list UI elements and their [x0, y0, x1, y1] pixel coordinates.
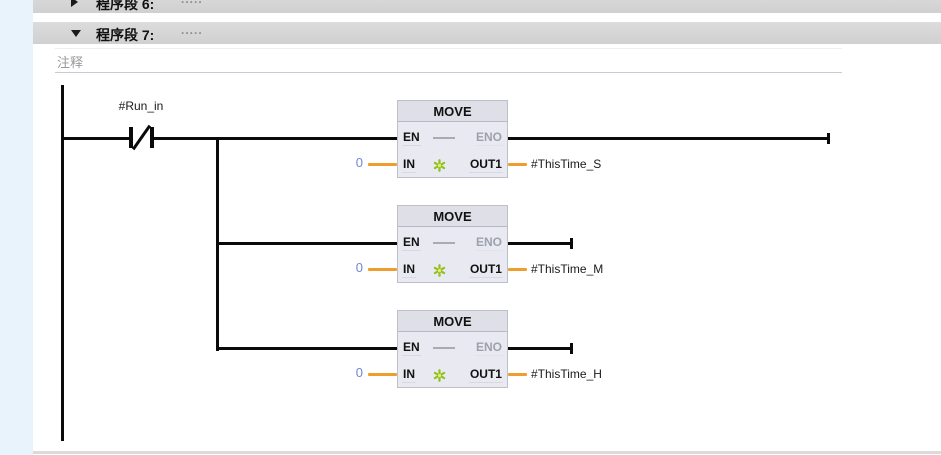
move-block-3[interactable]: MOVE EN ENO IN OUT1: [397, 310, 508, 388]
pin-in[interactable]: IN: [402, 157, 416, 173]
in-constant-value[interactable]: 0: [355, 260, 363, 275]
move-block-2[interactable]: MOVE EN ENO IN OUT1: [397, 205, 508, 283]
editor-left-margin: [0, 0, 33, 455]
eno-dash: [432, 137, 455, 139]
power-rail: [61, 85, 64, 441]
contact-nc-slash: [131, 124, 152, 151]
collapse-arrow-icon[interactable]: [71, 0, 78, 7]
network-6-title[interactable]: 程序段 6:: [96, 0, 155, 12]
pin-eno[interactable]: ENO: [474, 130, 503, 146]
pin-out1[interactable]: OUT1: [468, 367, 503, 383]
contact-bar-left: [129, 127, 133, 148]
network-7-title-placeholder[interactable]: .....: [181, 23, 203, 37]
insert-output-star-icon[interactable]: [433, 368, 446, 382]
move-block-1[interactable]: MOVE EN ENO IN OUT1: [397, 100, 508, 178]
network-7-header[interactable]: 程序段 7: .....: [33, 22, 941, 44]
in-wire: [368, 373, 397, 376]
network-6-header[interactable]: 程序段 6: .....: [33, 0, 941, 13]
insert-output-star-icon[interactable]: [433, 263, 446, 277]
wire-rung1-right: [153, 137, 397, 140]
pin-in[interactable]: IN: [402, 367, 416, 383]
eno-wire-1: [508, 137, 828, 140]
in-constant-value[interactable]: 0: [355, 365, 363, 380]
contact-bar-right: [150, 127, 154, 148]
out1-operand[interactable]: #ThisTime_H: [531, 367, 602, 381]
in-constant-value[interactable]: 0: [355, 155, 363, 170]
out1-operand[interactable]: #ThisTime_S: [531, 157, 602, 171]
expand-arrow-icon[interactable]: [71, 30, 81, 37]
insert-output-star-icon[interactable]: [433, 158, 446, 172]
wire-rung1-left: [61, 137, 129, 140]
move-block-3-title[interactable]: MOVE: [398, 311, 507, 332]
eno-dash: [432, 242, 455, 244]
network-7-title[interactable]: 程序段 7:: [96, 27, 155, 43]
pin-en[interactable]: EN: [402, 340, 421, 356]
in-wire: [368, 163, 397, 166]
network-comment-box[interactable]: 注释: [55, 48, 842, 73]
pin-out1[interactable]: OUT1: [468, 262, 503, 278]
eno-wire-2: [508, 242, 570, 245]
move-block-1-title[interactable]: MOVE: [398, 101, 507, 122]
move-block-2-title[interactable]: MOVE: [398, 206, 507, 227]
in-wire: [368, 268, 397, 271]
out1-wire: [508, 163, 527, 166]
contact-operand[interactable]: #Run_in: [118, 99, 164, 113]
pin-out1[interactable]: OUT1: [468, 157, 503, 173]
pin-en[interactable]: EN: [402, 130, 421, 146]
out1-wire: [508, 268, 527, 271]
out1-wire: [508, 373, 527, 376]
pin-in[interactable]: IN: [402, 262, 416, 278]
eno-wire-3: [508, 347, 570, 350]
wire-rung3: [216, 347, 397, 350]
wire-terminator-1: [827, 133, 830, 144]
wire-terminator-2: [570, 238, 573, 249]
pin-eno[interactable]: ENO: [474, 340, 503, 356]
pin-eno[interactable]: ENO: [474, 235, 503, 251]
network-6-title-placeholder[interactable]: .....: [181, 0, 203, 6]
out1-operand[interactable]: #ThisTime_M: [531, 262, 604, 276]
wire-rung2: [216, 242, 397, 245]
eno-dash: [432, 347, 455, 349]
wire-terminator-3: [570, 343, 573, 354]
next-network-edge: [33, 451, 941, 454]
comment-placeholder: 注释: [57, 55, 84, 70]
pin-en[interactable]: EN: [402, 235, 421, 251]
